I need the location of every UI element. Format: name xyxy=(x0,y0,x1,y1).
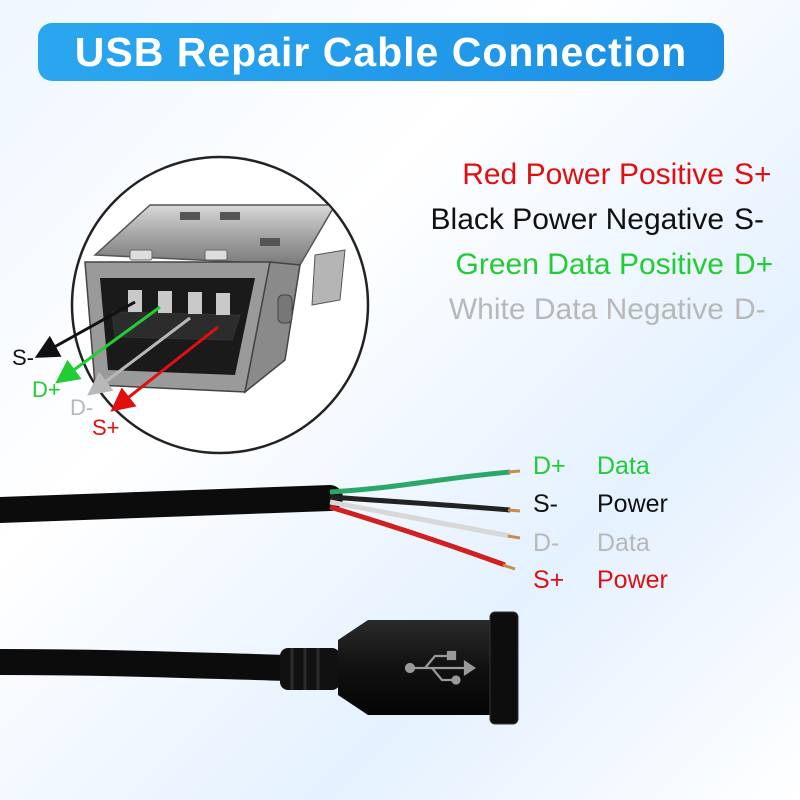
wire-type-white: Data xyxy=(597,529,650,557)
wire-red xyxy=(329,504,506,568)
port-side-hole xyxy=(277,294,293,324)
legend-code: S+ xyxy=(734,158,772,191)
legend-label: Black Power Negative xyxy=(430,203,724,236)
usb-symbol-icon xyxy=(404,650,476,685)
legend-code: D+ xyxy=(734,248,774,281)
arrow-s-minus xyxy=(34,300,136,358)
strain-relief xyxy=(280,648,340,690)
port-label-s-minus: S- xyxy=(12,345,34,370)
port-latch xyxy=(204,249,228,261)
port-label-d-plus: D+ xyxy=(32,377,61,402)
port-label-s-plus: S+ xyxy=(92,415,120,440)
legend-row-red: Red Power Positive S+ xyxy=(431,152,786,197)
title-banner: USB Repair Cable Connection xyxy=(38,23,724,81)
port-pin xyxy=(180,212,200,220)
cable-jacket-lower xyxy=(0,649,303,681)
wire-tip xyxy=(507,534,521,540)
port-contact xyxy=(128,290,142,312)
port-tongue xyxy=(111,311,241,341)
wire-type-green: Data xyxy=(597,452,650,480)
page-title: USB Repair Cable Connection xyxy=(74,28,688,75)
wire-green xyxy=(329,469,511,495)
wire-tip xyxy=(507,469,521,474)
legend-code: D- xyxy=(734,293,766,326)
arrow-d-plus xyxy=(55,305,161,384)
legend-row-white: White Data Negative D- xyxy=(431,287,786,332)
wire-type-black: Power xyxy=(597,490,668,518)
legend-label: Green Data Positive xyxy=(455,248,724,281)
wire-type-red: Power xyxy=(597,566,668,594)
wire-tip xyxy=(507,508,521,513)
arrow-s-plus xyxy=(110,325,219,412)
color-legend: Red Power Positive S+ Black Power Negativ… xyxy=(431,152,786,332)
legend-row-black: Black Power Negative S- xyxy=(431,197,786,242)
port-label-d-minus: D- xyxy=(70,395,94,420)
port-contact xyxy=(216,293,230,315)
legend-label: White Data Negative xyxy=(448,293,724,326)
usb-port-closeup xyxy=(34,155,370,455)
port-contact xyxy=(188,292,202,314)
wire-code-red: S+ xyxy=(533,566,565,594)
port-pin xyxy=(220,212,240,220)
wire-code-white: D- xyxy=(533,529,560,557)
wire-black xyxy=(329,494,511,513)
legend-row-green: Green Data Positive D+ xyxy=(431,242,786,287)
wire-code-green: D+ xyxy=(533,452,566,480)
usb-plug-end xyxy=(489,611,519,725)
cable-jacket xyxy=(0,485,343,523)
port-contact xyxy=(158,291,172,313)
wire-white xyxy=(329,499,511,539)
port-pin xyxy=(260,238,280,246)
wire-tip xyxy=(502,563,516,571)
port-latch xyxy=(129,249,153,261)
legend-code: S- xyxy=(734,203,764,236)
arrow-d-minus xyxy=(87,316,191,396)
wire-code-black: S- xyxy=(533,490,558,518)
port-mount-tab xyxy=(311,249,346,306)
legend-label: Red Power Positive xyxy=(462,158,724,191)
usb-cable xyxy=(0,469,521,725)
